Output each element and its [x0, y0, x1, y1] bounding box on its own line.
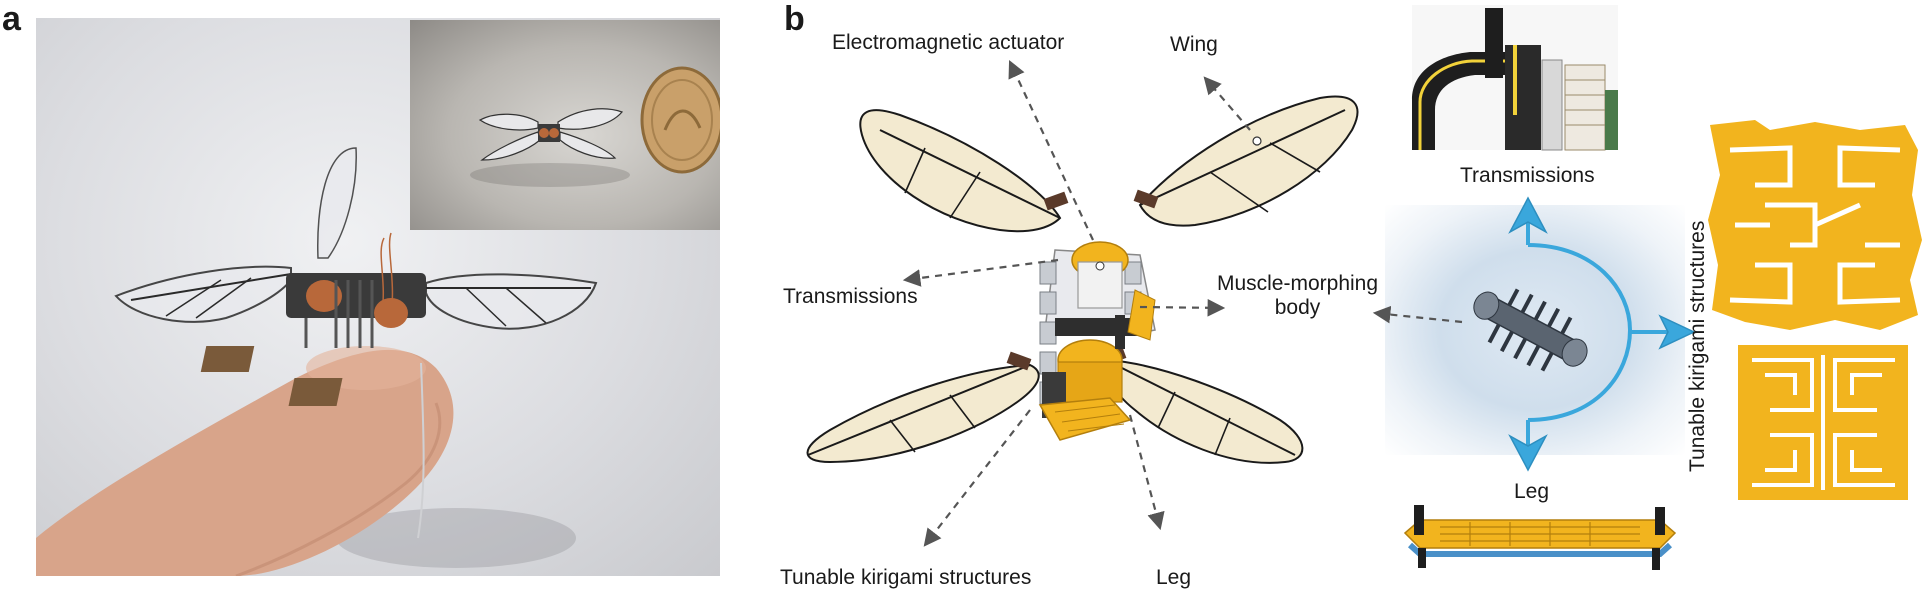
- label-leg-bottom: Leg: [1156, 566, 1192, 589]
- label-muscle-morphing-line2: body: [1274, 296, 1321, 320]
- inset-photo: [410, 20, 720, 230]
- label-tunable-kirigami-vertical: Tunable kirigami structures: [1686, 220, 1709, 472]
- panel-label-b: b: [784, 0, 805, 38]
- blue-arrowheads: [1508, 196, 1696, 472]
- inset-illustration: [470, 66, 720, 187]
- kirigami-pattern-upper: [1708, 120, 1922, 330]
- callout-arrows: [902, 60, 1463, 547]
- robot-body: [1038, 241, 1156, 441]
- label-transmissions-left: Transmissions: [783, 285, 918, 308]
- panel-label-a: a: [2, 0, 21, 38]
- wing-lower-left: [806, 363, 1040, 464]
- photo-illustration: [36, 147, 598, 576]
- leg-detail: [1403, 505, 1677, 570]
- robot-icon: [1473, 288, 1588, 372]
- transmission-detail: [1412, 5, 1618, 151]
- label-muscle-morphing-line1: Muscle-morphing: [1216, 272, 1379, 295]
- wing-upper-right: [1138, 95, 1359, 227]
- wing-lower-right: [1106, 358, 1304, 464]
- label-wing: Wing: [1170, 33, 1218, 56]
- label-tunable-kirigami-bottom: Tunable kirigami structures: [780, 566, 1032, 589]
- coin-icon: [640, 66, 720, 174]
- blue-arrows: [1526, 222, 1670, 445]
- wing-upper-left: [859, 109, 1062, 233]
- label-transmissions-right: Transmissions: [1460, 164, 1595, 187]
- label-leg-right: Leg: [1514, 480, 1550, 503]
- label-electromagnetic-actuator: Electromagnetic actuator: [832, 31, 1065, 54]
- robot-photo: [36, 18, 720, 576]
- label-muscle-morphing-body: Muscle-morphing body: [1210, 272, 1385, 320]
- kirigami-pattern-lower: [1738, 345, 1908, 500]
